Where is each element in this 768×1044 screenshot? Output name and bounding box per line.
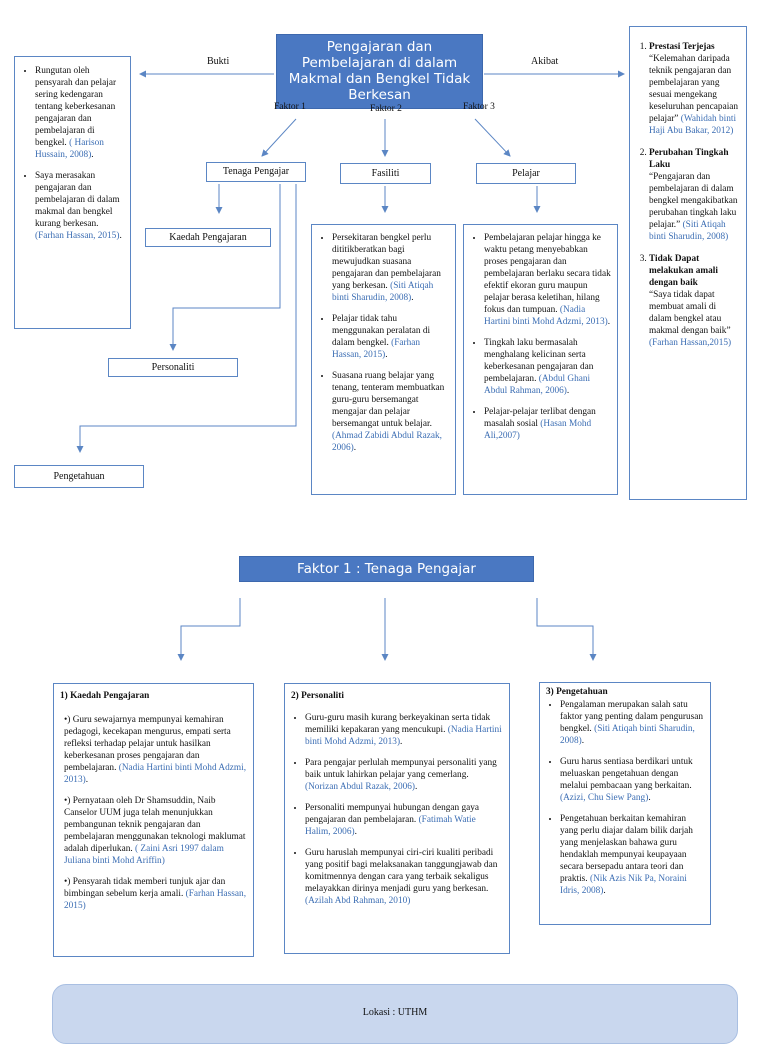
fasiliti-list: Persekitaran bengkel perlu dititikberatk…	[318, 232, 449, 454]
pengetahuan-heading: 3) Pengetahuan	[546, 687, 608, 697]
faktor-2-label: Faktor 2	[370, 104, 402, 114]
kaedah-heading: 1) Kaedah Pengajaran	[60, 691, 150, 701]
personaliti-item: Personaliti mempunyai hubungan dengan ga…	[305, 802, 503, 838]
fasiliti-item: Suasana ruang belajar yang tenang, tente…	[332, 370, 449, 454]
pelajar-box: Pembelajaran pelajar hingga ke waktu pet…	[463, 224, 618, 495]
main-title: Pengajaran dan Pembelajaran di dalam Mak…	[288, 39, 471, 103]
kaedah-item: •) Pensyarah tidak memberi tunjuk ajar d…	[64, 877, 247, 911]
akibat-item: Prestasi Terjejas“Kelemahan daripada tek…	[649, 41, 741, 137]
pelajar-item: Tingkah laku bermasalah menghalang kelic…	[484, 337, 611, 397]
main-title-box: Pengajaran dan Pembelajaran di dalam Mak…	[276, 34, 483, 109]
pengetahuan-item: Pengetahuan berkaitan kemahiran yang per…	[560, 813, 704, 897]
fasiliti-box: Persekitaran bengkel perlu dititikberatk…	[311, 224, 456, 495]
lokasi-label: Lokasi : UTHM	[362, 1007, 428, 1018]
akibat-list: Prestasi Terjejas“Kelemahan daripada tek…	[635, 41, 741, 349]
faktor-1-title: Faktor 1 : Tenaga Pengajar	[297, 561, 476, 577]
bukti-list: Rungutan oleh pensyarah dan pelajar seri…	[21, 65, 124, 242]
personaliti-list: Guru-guru masih kurang berkeyakinan sert…	[291, 712, 503, 907]
bukti-box: Rungutan oleh pensyarah dan pelajar seri…	[14, 56, 131, 329]
pengetahuan-item: Guru harus sentiasa berdikari untuk melu…	[560, 756, 704, 804]
faktor-3-label: Faktor 3	[463, 102, 495, 112]
akibat-item: Tidak Dapat melakukan amali dengan baik“…	[649, 253, 741, 349]
akibat-item: Perubahan Tingkah Laku“Pengajaran dan pe…	[649, 147, 741, 243]
personaliti-item: Para pengajar perlulah mempunyai persona…	[305, 757, 503, 793]
node-pengetahuan: Pengetahuan	[14, 465, 144, 488]
node-pelajar: Pelajar	[476, 163, 576, 184]
pelajar-item: Pembelajaran pelajar hingga ke waktu pet…	[484, 232, 611, 328]
kaedah-item: •) Pernyataan oleh Dr Shamsuddin, Naib C…	[64, 796, 246, 866]
akibat-label: Akibat	[531, 56, 559, 67]
bukti-label: Bukti	[207, 56, 230, 67]
kaedah-list: •) Guru sewajarnya mempunyai kemahiran p…	[60, 714, 247, 912]
personaliti-item: Guru haruslah mempunyai ciri-ciri kualit…	[305, 847, 503, 907]
pengetahuan-list: Pengalaman merupakan salah satu faktor y…	[546, 699, 704, 897]
kaedah-item: •) Guru sewajarnya mempunyai kemahiran p…	[64, 715, 247, 785]
fasiliti-item: Pelajar tidak tahu menggunakan peralatan…	[332, 313, 449, 361]
fasiliti-item: Persekitaran bengkel perlu dititikberatk…	[332, 232, 449, 304]
akibat-box: Prestasi Terjejas“Kelemahan daripada tek…	[629, 26, 747, 500]
faktor-1-title-box: Faktor 1 : Tenaga Pengajar	[239, 556, 534, 582]
node-tenaga-pengajar: Tenaga Pengajar	[206, 162, 306, 182]
pengetahuan-box: 3) Pengetahuan Pengalaman merupakan sala…	[539, 682, 711, 925]
lokasi-panel: Lokasi : UTHM	[52, 984, 738, 1044]
bukti-item: Saya merasakan pengajaran dan pembelajar…	[35, 170, 124, 242]
node-kaedah-pengajaran: Kaedah Pengajaran	[145, 228, 271, 247]
personaliti-heading: 2) Personaliti	[291, 691, 344, 701]
pelajar-list: Pembelajaran pelajar hingga ke waktu pet…	[470, 232, 611, 442]
bukti-item: Rungutan oleh pensyarah dan pelajar seri…	[35, 65, 124, 161]
node-personaliti: Personaliti	[108, 358, 238, 377]
faktor-1-label: Faktor 1	[274, 102, 306, 112]
kaedah-box: 1) Kaedah Pengajaran •) Guru sewajarnya …	[53, 683, 254, 957]
personaliti-box: 2) Personaliti Guru-guru masih kurang be…	[284, 683, 510, 954]
pelajar-item: Pelajar-pelajar terlibat dengan masalah …	[484, 406, 611, 442]
node-fasiliti: Fasiliti	[340, 163, 431, 184]
personaliti-item: Guru-guru masih kurang berkeyakinan sert…	[305, 712, 503, 748]
pengetahuan-item: Pengalaman merupakan salah satu faktor y…	[560, 699, 704, 747]
